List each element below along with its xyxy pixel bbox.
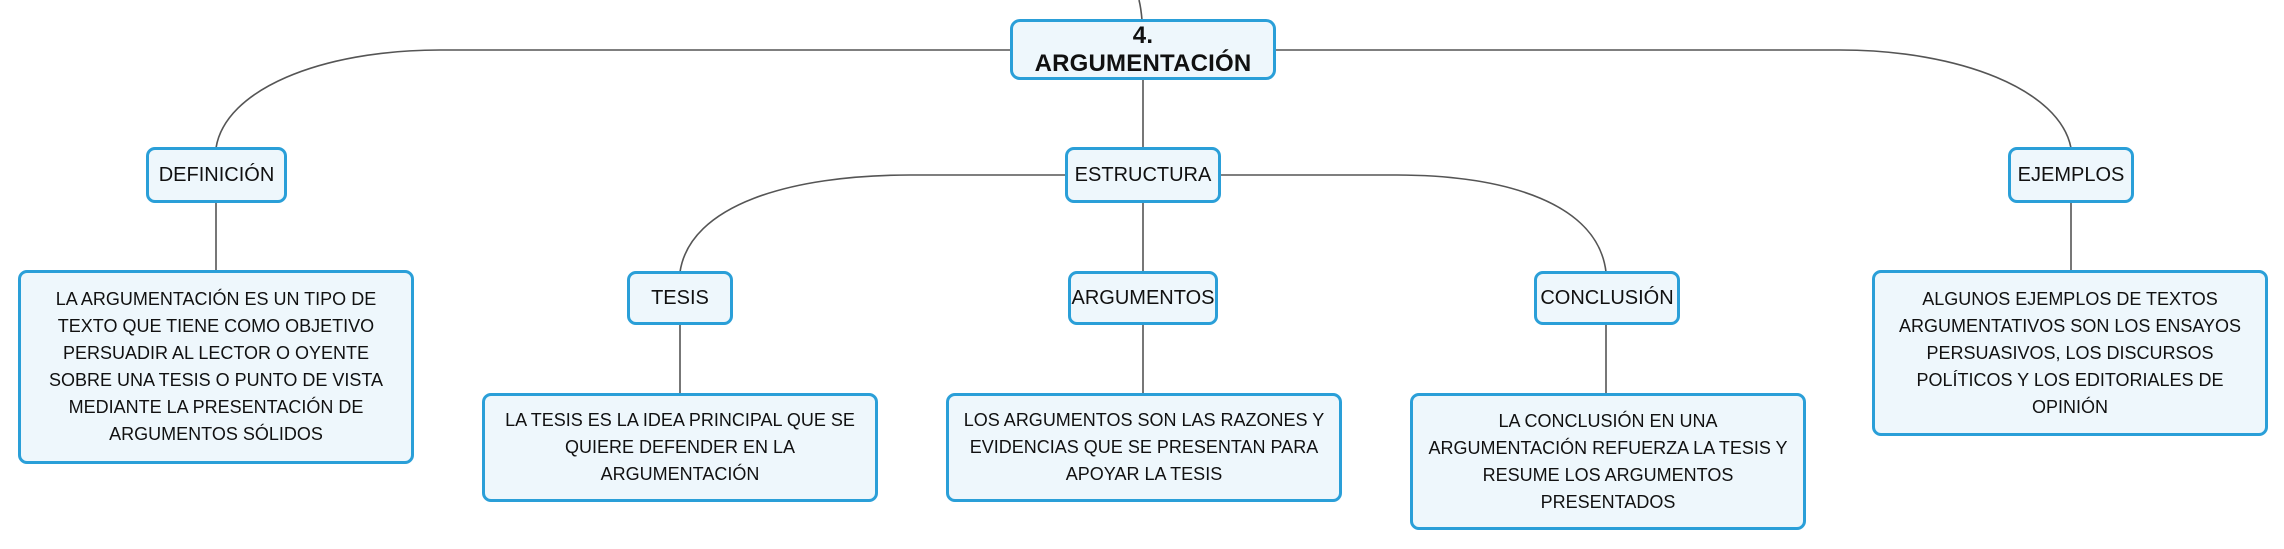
tesis-node[interactable]: TESIS	[627, 271, 733, 325]
tesis-description-text: LA TESIS ES LA IDEA PRINCIPAL QUE SE QUI…	[505, 410, 855, 484]
connector-parent-to-root	[1138, 0, 1143, 21]
tesis-description[interactable]: LA TESIS ES LA IDEA PRINCIPAL QUE SE QUI…	[482, 393, 878, 502]
conclusion-description[interactable]: LA CONCLUSIÓN EN UNA ARGUMENTACIÓN REFUE…	[1410, 393, 1806, 530]
argumentos-node[interactable]: ARGUMENTOS	[1068, 271, 1218, 325]
conclusion-label: CONCLUSIÓN	[1540, 286, 1674, 309]
branch-ejemplos-node[interactable]: EJEMPLOS	[2008, 147, 2134, 203]
conclusion-description-text: LA CONCLUSIÓN EN UNA ARGUMENTACIÓN REFUE…	[1428, 410, 1788, 512]
conclusion-node[interactable]: CONCLUSIÓN	[1534, 271, 1680, 325]
tesis-label: TESIS	[651, 286, 709, 309]
branch-definicion-node[interactable]: DEFINICIÓN	[146, 147, 287, 203]
root-node[interactable]: 4. ARGUMENTACIÓN	[1010, 19, 1276, 80]
ejemplos-description-text: ALGUNOS EJEMPLOS DE TEXTOS ARGUMENTATIVO…	[1898, 288, 2242, 417]
connector-root-to-ejemplos	[1276, 49, 2072, 149]
definicion-description-text: LA ARGUMENTACIÓN ES UN TIPO DE TEXTO QUE…	[48, 289, 384, 444]
branch-ejemplos-label: EJEMPLOS	[2017, 163, 2125, 186]
branch-estructura-label: ESTRUCTURA	[1074, 163, 1212, 186]
connector-estructura-to-conclusion	[1221, 174, 1607, 273]
argumentos-description[interactable]: LOS ARGUMENTOS SON LAS RAZONES Y EVIDENC…	[946, 393, 1342, 502]
branch-estructura-node[interactable]: ESTRUCTURA	[1065, 147, 1221, 203]
connector-estructura-to-tesis	[679, 174, 1065, 273]
ejemplos-description[interactable]: ALGUNOS EJEMPLOS DE TEXTOS ARGUMENTATIVO…	[1872, 270, 2268, 436]
definicion-description[interactable]: LA ARGUMENTACIÓN ES UN TIPO DE TEXTO QUE…	[18, 270, 414, 464]
argumentos-label: ARGUMENTOS	[1071, 286, 1215, 309]
connector-root-to-definicion	[215, 49, 1010, 149]
branch-definicion-label: DEFINICIÓN	[158, 163, 275, 186]
root-node-label: 4. ARGUMENTACIÓN	[1034, 21, 1252, 77]
argumentos-description-text: LOS ARGUMENTOS SON LAS RAZONES Y EVIDENC…	[963, 410, 1325, 484]
